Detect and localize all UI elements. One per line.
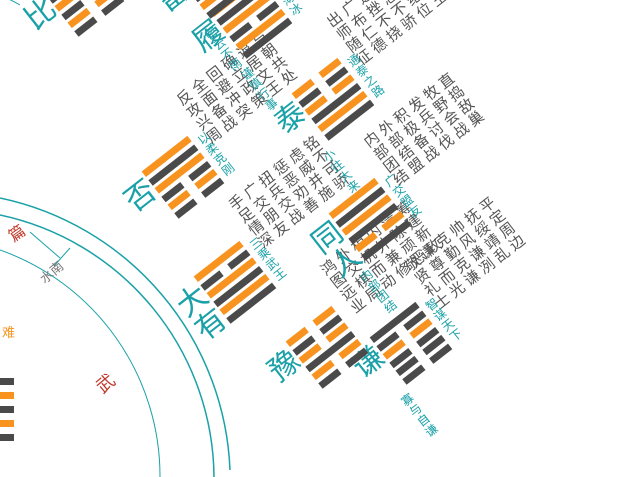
edge-hexagram [0, 378, 14, 477]
ring-label-nan: 难 [2, 326, 16, 341]
